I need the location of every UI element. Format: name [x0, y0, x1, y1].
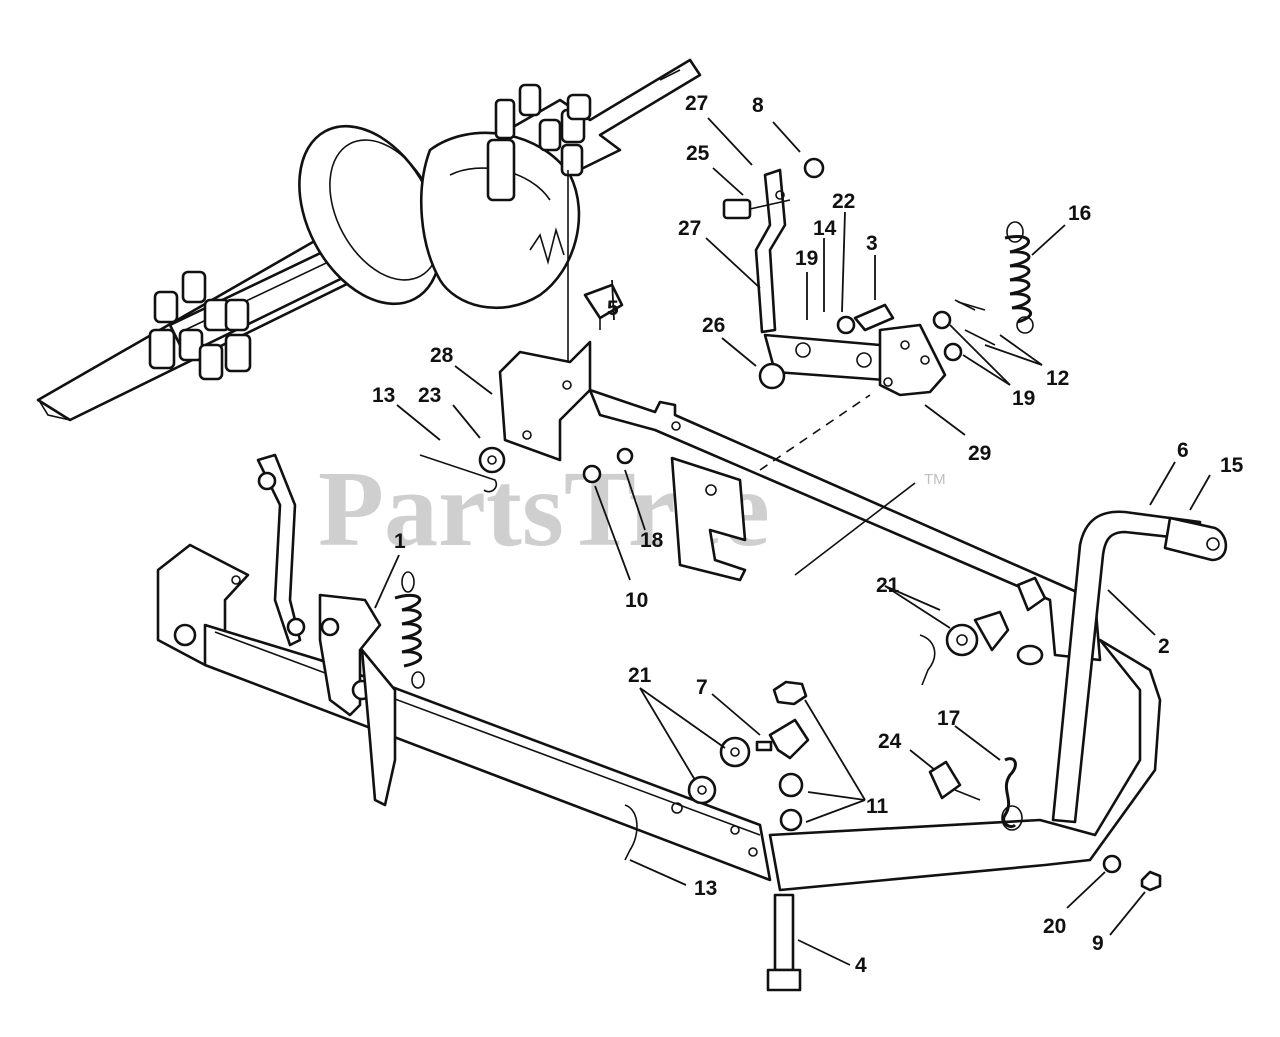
callout-13-lower: 13	[694, 877, 717, 900]
callout-27-lower: 27	[678, 217, 701, 240]
callout-18: 18	[640, 529, 664, 552]
callout-27-upper: 27	[685, 92, 708, 115]
callout-16: 16	[1068, 202, 1091, 225]
upper-linkage	[722, 157, 1034, 397]
callout-19-upper: 19	[795, 247, 818, 270]
callout-29: 29	[968, 442, 991, 465]
callout-1: 1	[394, 530, 406, 553]
callout-24: 24	[878, 730, 902, 753]
callout-labels: 27 8 25 22 14 3 27 19 16 5 26 28 12 19 1…	[372, 92, 1244, 977]
callout-21-right: 21	[876, 574, 900, 597]
transaxle-assembly	[36, 58, 702, 422]
callout-17: 17	[937, 707, 960, 730]
callout-7: 7	[696, 676, 708, 699]
callout-6: 6	[1177, 439, 1189, 462]
small-hardware	[419, 299, 1162, 992]
callout-4: 4	[855, 954, 867, 977]
callout-5: 5	[607, 297, 619, 320]
upper-bracket-plate	[498, 283, 1102, 662]
lower-frame	[156, 453, 1162, 892]
callout-25: 25	[686, 142, 710, 165]
callout-23: 23	[418, 384, 441, 407]
callout-21-lower: 21	[628, 664, 652, 687]
callout-2: 2	[1158, 635, 1170, 658]
callout-26: 26	[702, 314, 725, 337]
callout-20: 20	[1043, 915, 1066, 938]
callout-9: 9	[1092, 932, 1104, 955]
callout-15: 15	[1220, 454, 1244, 477]
callout-22: 22	[832, 190, 855, 213]
callout-13-upper: 13	[372, 384, 395, 407]
lift-handle	[1051, 510, 1228, 824]
callout-12: 12	[1046, 367, 1069, 390]
callout-14: 14	[813, 217, 837, 240]
callout-11: 11	[866, 795, 889, 818]
callout-19-lower: 19	[1012, 387, 1035, 410]
watermark-trademark: TM	[924, 471, 946, 488]
callout-3: 3	[866, 232, 878, 255]
callout-8: 8	[752, 94, 764, 117]
callout-leaders	[374, 117, 1211, 966]
callout-10: 10	[625, 589, 648, 612]
callout-28: 28	[430, 344, 454, 367]
